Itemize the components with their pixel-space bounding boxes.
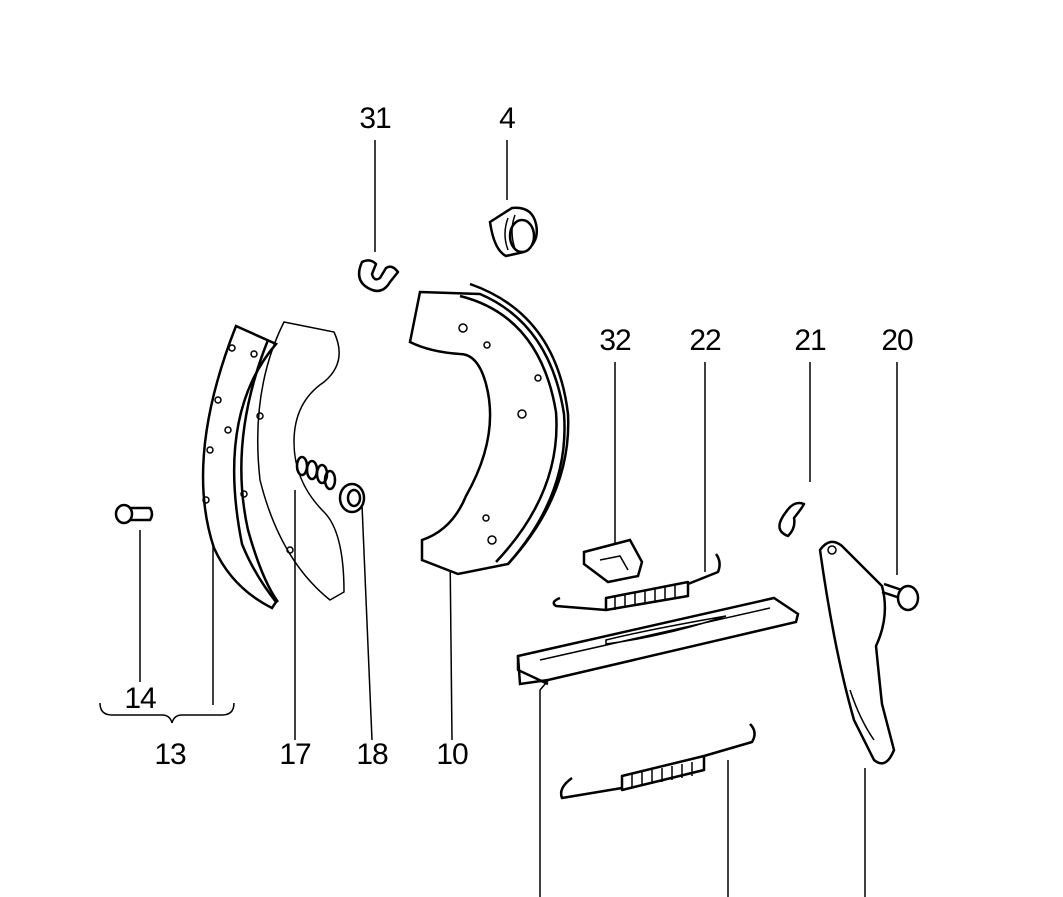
part-20-bolt: [881, 582, 920, 612]
part-adjuster-strut: [516, 596, 800, 686]
part-10-shoe: [408, 282, 570, 576]
callout-14: 14: [124, 682, 156, 715]
callout-18: 18: [356, 738, 388, 771]
callout-17: 17: [279, 738, 311, 771]
part-lever: [818, 540, 896, 765]
part-32-clip: [582, 538, 644, 584]
part-shoe-web: [240, 321, 345, 603]
callout-21: 21: [794, 324, 826, 357]
part-31-clip: [357, 259, 400, 293]
callout-32: 32: [599, 324, 631, 357]
callout-20: 20: [881, 324, 913, 357]
part-18-cup: [338, 482, 366, 514]
part-13-lining: [201, 324, 279, 610]
callout-22: 22: [689, 324, 721, 357]
part-14-rivet: [114, 503, 154, 525]
callout-10: 10: [436, 738, 468, 771]
part-17-spring: [295, 455, 337, 491]
callout-4: 4: [499, 102, 516, 135]
part-4-cap: [488, 206, 538, 258]
part-21-link: [778, 501, 806, 538]
callout-13: 13: [154, 738, 186, 771]
part-22-spring-lower: [559, 723, 756, 800]
part-22-spring-upper: [552, 553, 721, 612]
callout-31: 31: [359, 102, 391, 135]
